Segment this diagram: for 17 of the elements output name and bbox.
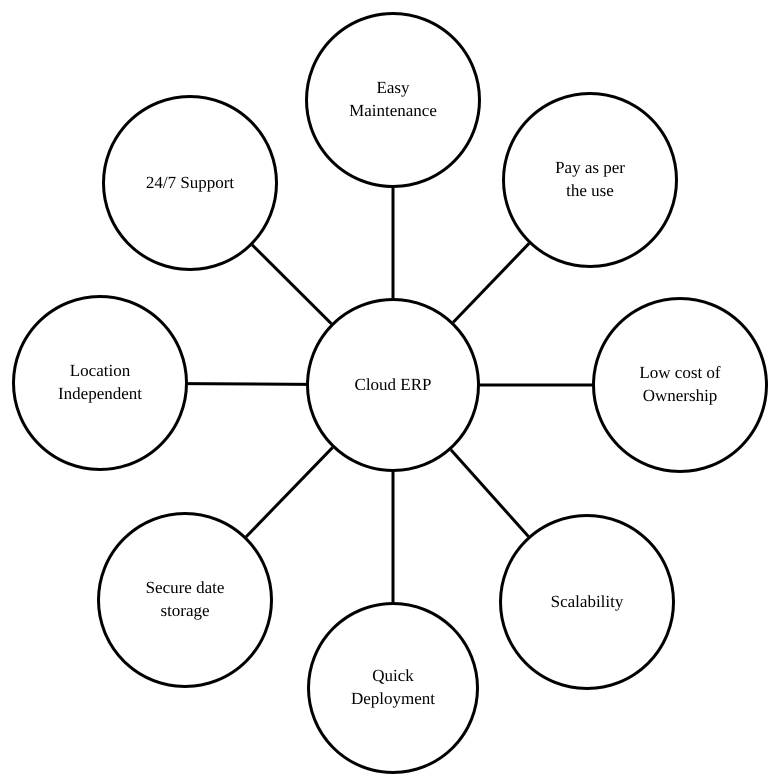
connector-line [245, 446, 334, 538]
connector-line [188, 382, 306, 386]
connector-line [392, 188, 394, 298]
node-label: Low cost of Ownership [638, 362, 722, 407]
node-label: Secure date storage [144, 577, 226, 622]
connector-line [251, 244, 332, 325]
node-label: 24/7 Support [146, 172, 234, 194]
node-label: Easy Maintenance [348, 77, 438, 122]
connector-line [450, 448, 530, 538]
connector-line [392, 472, 394, 602]
connector-line [452, 242, 530, 324]
node-label: Pay as per the use [554, 157, 626, 202]
node-label: Quick Deployment [350, 665, 436, 710]
node-label: Location Independent [56, 360, 144, 405]
node-label: Scalability [550, 590, 624, 613]
connector-line [480, 384, 592, 386]
node-label: Cloud ERP [354, 374, 432, 396]
